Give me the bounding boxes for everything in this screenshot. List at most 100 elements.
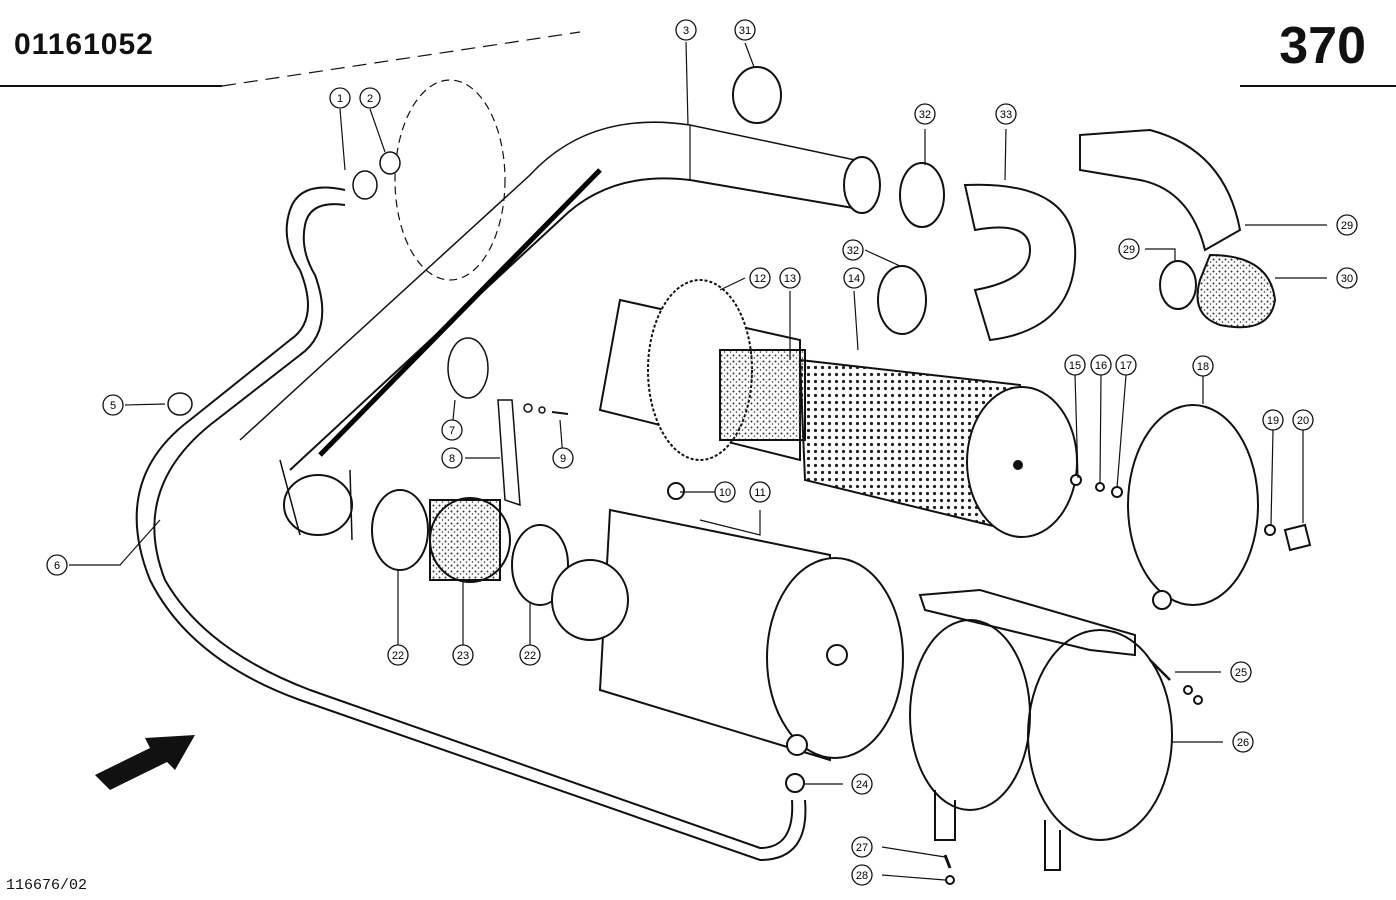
callout-25: 25 bbox=[1230, 661, 1252, 683]
callout-label: 30 bbox=[1341, 273, 1353, 285]
callout-23: 23 bbox=[452, 644, 474, 666]
callout-31: 31 bbox=[734, 19, 756, 41]
callout-label: 29 bbox=[1123, 244, 1135, 256]
callout-22b: 22 bbox=[519, 644, 541, 666]
callout-2: 2 bbox=[359, 87, 381, 109]
callout-30: 30 bbox=[1336, 267, 1358, 289]
callout-circle bbox=[851, 773, 873, 795]
callout-circle bbox=[102, 394, 124, 416]
callout-label: 7 bbox=[449, 425, 455, 437]
callout-24: 24 bbox=[851, 773, 873, 795]
callout-label: 5 bbox=[110, 400, 116, 412]
callout-circle bbox=[1118, 238, 1140, 260]
callout-circle bbox=[749, 267, 771, 289]
callout-circle bbox=[995, 103, 1017, 125]
callout-circle bbox=[851, 864, 873, 886]
callout-label: 20 bbox=[1297, 415, 1309, 427]
direction-arrow-icon bbox=[95, 735, 195, 790]
callout-label: 1 bbox=[337, 93, 343, 105]
callout-circle bbox=[779, 267, 801, 289]
callout-circle bbox=[1192, 355, 1214, 377]
callout-circle bbox=[552, 447, 574, 469]
page-number: 370 bbox=[1279, 17, 1366, 75]
callout-5: 5 bbox=[102, 394, 124, 416]
callout-label: 10 bbox=[719, 487, 731, 499]
callout-label: 25 bbox=[1235, 667, 1247, 679]
callout-label: 16 bbox=[1095, 360, 1107, 372]
callout-label: 27 bbox=[856, 842, 868, 854]
callout-circle bbox=[359, 87, 381, 109]
callout-circle bbox=[1336, 267, 1358, 289]
callout-10: 10 bbox=[714, 481, 736, 503]
filter-element bbox=[598, 279, 1078, 538]
elbow-hose bbox=[877, 162, 1077, 342]
callout-16: 16 bbox=[1090, 354, 1112, 376]
callout-label: 22 bbox=[524, 650, 536, 662]
callout-circle bbox=[1230, 661, 1252, 683]
callout-13: 13 bbox=[779, 267, 801, 289]
grommet bbox=[167, 392, 193, 416]
callout-11: 11 bbox=[749, 481, 771, 503]
engine-outline-dashed bbox=[221, 31, 581, 87]
air-filter-housing bbox=[551, 482, 904, 793]
hose-fitting bbox=[352, 151, 401, 200]
callout-circle bbox=[842, 239, 864, 261]
callout-label: 19 bbox=[1267, 415, 1279, 427]
callout-circle bbox=[519, 644, 541, 666]
callout-label: 22 bbox=[392, 650, 404, 662]
part-number-title: 01161052 bbox=[14, 28, 154, 61]
callout-20: 20 bbox=[1292, 409, 1314, 431]
callout-circle bbox=[1115, 354, 1137, 376]
callout-32b: 32 bbox=[842, 239, 864, 261]
callout-label: 8 bbox=[449, 453, 455, 465]
callout-label: 28 bbox=[856, 870, 868, 882]
leader-lines bbox=[69, 41, 1327, 881]
connector-sleeve bbox=[371, 489, 569, 606]
callout-32a: 32 bbox=[914, 103, 936, 125]
callout-33: 33 bbox=[995, 103, 1017, 125]
callout-label: 11 bbox=[754, 487, 765, 499]
callout-label: 24 bbox=[856, 779, 868, 791]
filter-cover bbox=[1070, 404, 1312, 610]
callout-circle bbox=[329, 87, 351, 109]
callout-circle bbox=[843, 267, 865, 289]
mounting-bracket bbox=[447, 337, 569, 507]
callout-label: 33 bbox=[1000, 109, 1012, 121]
callout-circle bbox=[1090, 354, 1112, 376]
callout-label: 23 bbox=[457, 650, 469, 662]
callout-19: 19 bbox=[1262, 409, 1284, 431]
callout-label: 32 bbox=[847, 245, 859, 257]
callout-circle bbox=[387, 644, 409, 666]
callout-27: 27 bbox=[851, 836, 873, 858]
callout-9: 9 bbox=[552, 447, 574, 469]
callout-label: 15 bbox=[1069, 360, 1081, 372]
callout-15: 15 bbox=[1064, 354, 1086, 376]
callout-circle bbox=[714, 481, 736, 503]
callout-label: 31 bbox=[739, 25, 751, 37]
callout-26: 26 bbox=[1232, 731, 1254, 753]
hose-clamp bbox=[732, 66, 782, 124]
callout-label: 32 bbox=[919, 109, 931, 121]
callout-18: 18 bbox=[1192, 355, 1214, 377]
callout-label: 29 bbox=[1341, 220, 1353, 232]
callout-circle bbox=[914, 103, 936, 125]
callout-circle bbox=[46, 554, 68, 576]
callout-7: 7 bbox=[441, 419, 463, 441]
callout-14: 14 bbox=[843, 267, 865, 289]
callout-29b: 29 bbox=[1118, 238, 1140, 260]
drawing-id: 116676/02 bbox=[6, 877, 88, 894]
callout-label: 9 bbox=[560, 453, 566, 465]
callout-label: 14 bbox=[848, 273, 860, 285]
callout-8: 8 bbox=[441, 447, 463, 469]
callout-17: 17 bbox=[1115, 354, 1137, 376]
callout-label: 17 bbox=[1120, 360, 1132, 372]
mounting-straps bbox=[909, 588, 1203, 885]
callout-circle bbox=[851, 836, 873, 858]
callout-label: 3 bbox=[683, 25, 689, 37]
callout-circle bbox=[1336, 214, 1358, 236]
callout-circle bbox=[734, 19, 756, 41]
callout-label: 18 bbox=[1197, 361, 1209, 373]
callout-circle bbox=[1262, 409, 1284, 431]
